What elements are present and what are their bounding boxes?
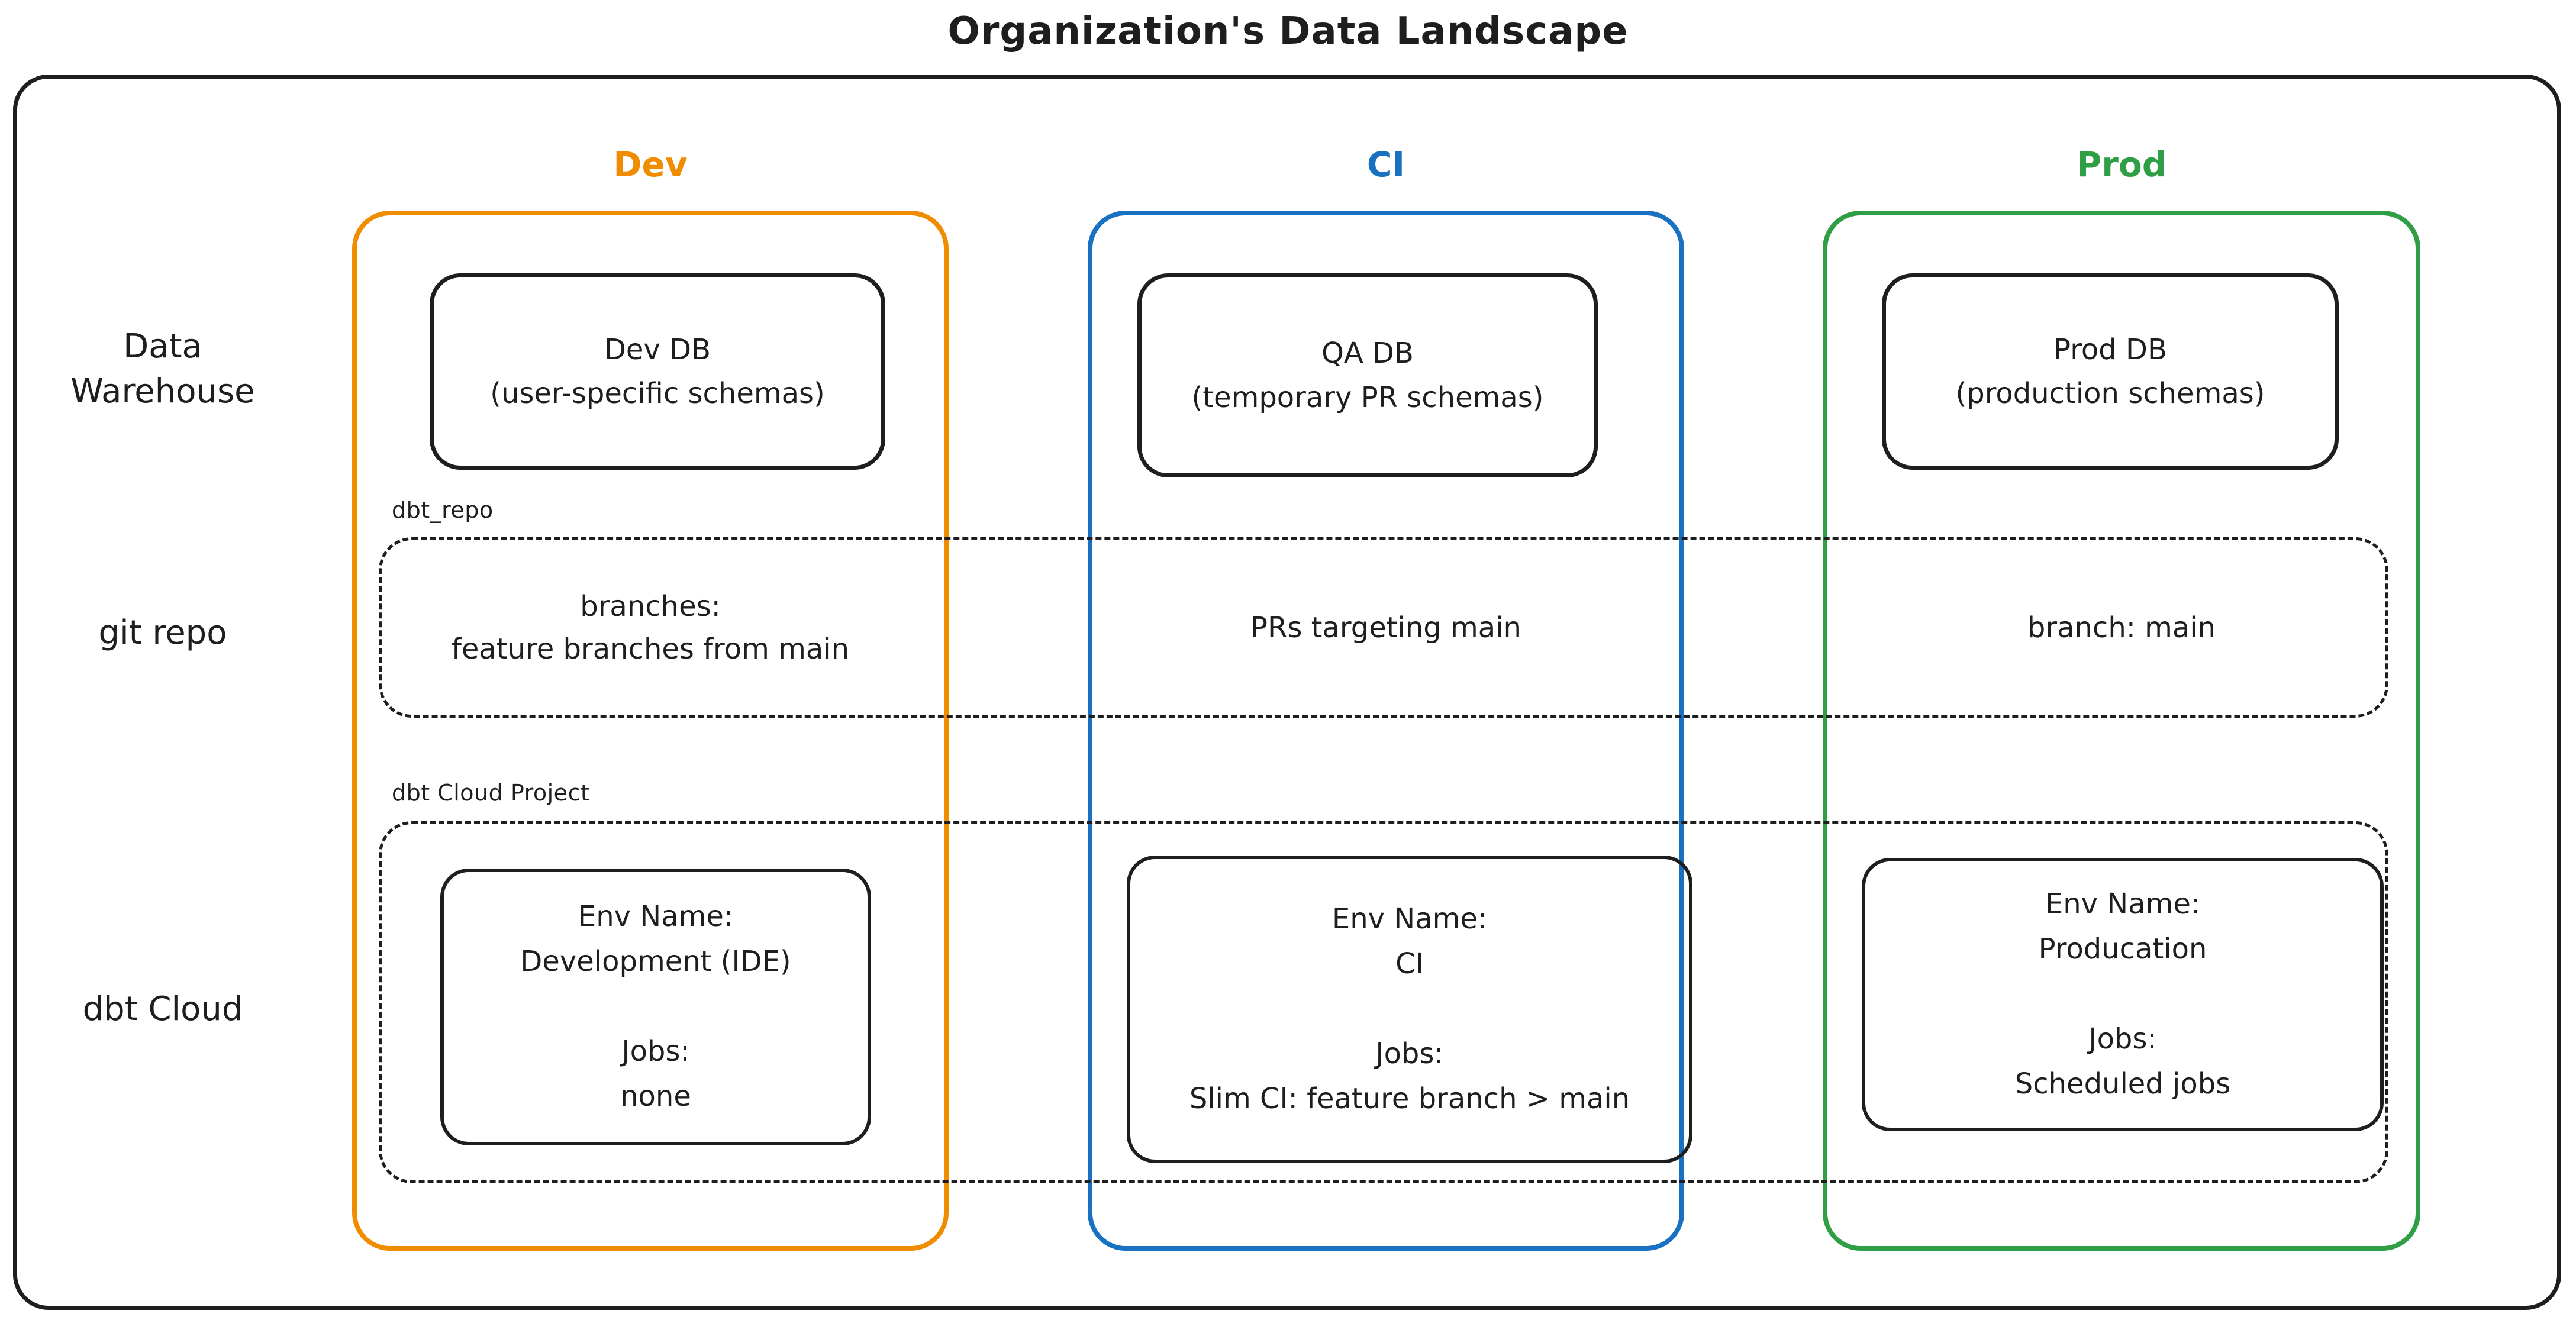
prod-db-box: Prod DB (production schemas) <box>1882 273 2339 470</box>
column-header-ci: CI <box>1366 144 1405 185</box>
dev-environment-box: Env Name: Development (IDE) Jobs: none <box>440 869 871 1145</box>
page-title: Organization's Data Landscape <box>947 9 1629 53</box>
git-cell-prod: branch: main <box>2027 611 2216 644</box>
outer-frame <box>13 75 2561 1310</box>
prod-environment-box: Env Name: Producation Jobs: Scheduled jo… <box>1862 858 2384 1131</box>
dbt-repo-dashed-container <box>379 537 2388 718</box>
ci-environment-box: Env Name: CI Jobs: Slim CI: feature bran… <box>1127 856 1692 1163</box>
dbt-cloud-project-dashed-container <box>379 821 2388 1183</box>
row-label-data-warehouse: Data Warehouse <box>70 327 255 411</box>
dbt-cloud-project-container-label: dbt Cloud Project <box>392 780 590 806</box>
column-box-dev <box>352 211 949 1251</box>
row-label-dbt-cloud: dbt Cloud <box>82 990 243 1028</box>
git-cell-dev: branches: feature branches from main <box>451 589 850 666</box>
column-header-prod: Prod <box>2076 144 2167 185</box>
dbt-repo-container-label: dbt_repo <box>392 497 494 523</box>
column-box-prod <box>1823 211 2420 1251</box>
qa-db-box: QA DB (temporary PR schemas) <box>1137 273 1598 477</box>
git-cell-ci: PRs targeting main <box>1250 611 1521 644</box>
dev-db-box: Dev DB (user-specific schemas) <box>430 273 885 470</box>
column-header-dev: Dev <box>613 144 688 185</box>
column-box-ci <box>1088 211 1684 1251</box>
row-label-git-repo: git repo <box>98 614 227 652</box>
